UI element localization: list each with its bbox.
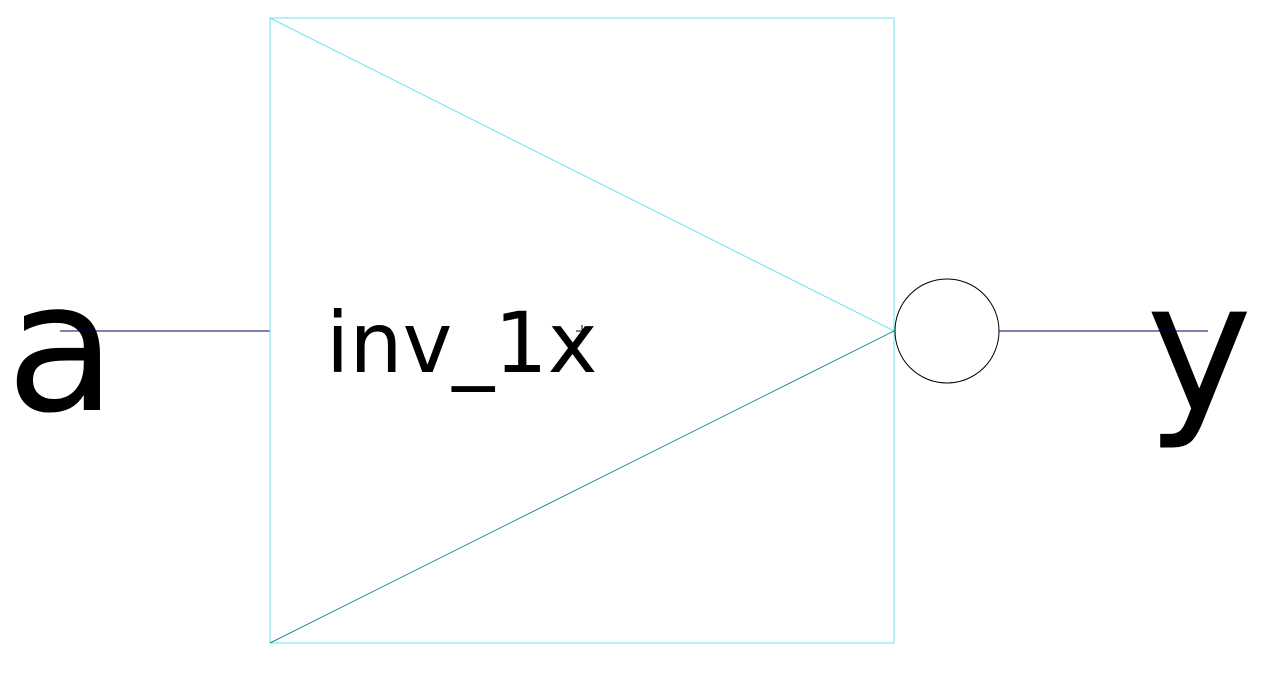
triangle-top-edge xyxy=(269,17,895,332)
output-pin-label: y xyxy=(1146,244,1253,453)
origin-crosshair-icon xyxy=(576,325,588,337)
input-pin-label: a xyxy=(6,244,116,453)
cell-name-label: inv_1x xyxy=(326,294,597,392)
inversion-bubble xyxy=(894,278,1000,384)
triangle-bottom-edge xyxy=(269,330,895,644)
